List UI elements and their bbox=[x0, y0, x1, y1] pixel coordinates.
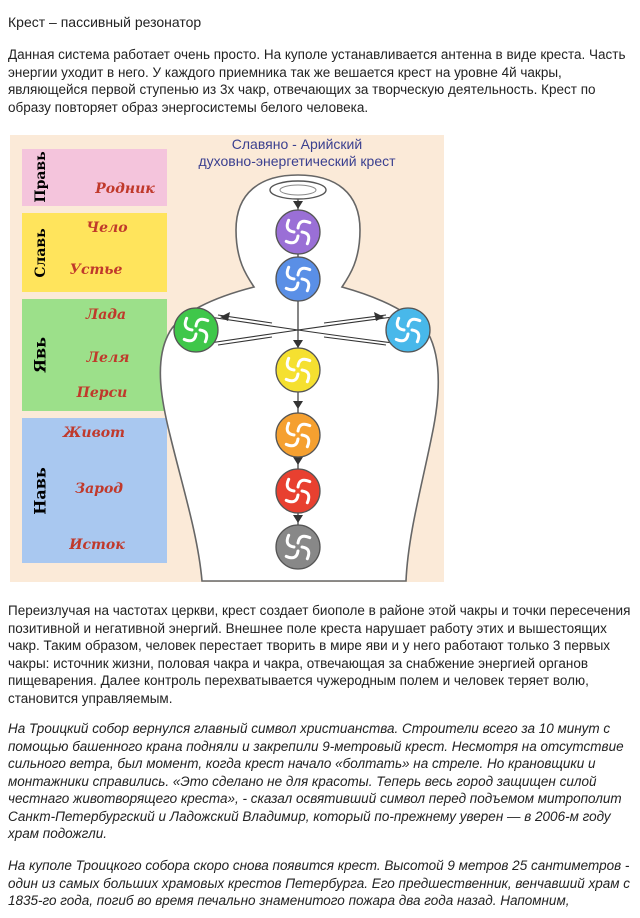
swirl-blade bbox=[284, 437, 300, 448]
swirl-blade bbox=[296, 534, 312, 545]
level-box-nav bbox=[22, 418, 167, 563]
level-label-prav: Правь bbox=[33, 151, 49, 202]
swirl-blade bbox=[285, 421, 296, 437]
chakra-zarod-icon bbox=[275, 468, 321, 514]
swirl-blade bbox=[284, 493, 300, 504]
paragraph-trinity-cathedral: На Троицкий собор вернулся главный симво… bbox=[8, 721, 624, 841]
paragraph-biofield: Переизлучая на частотах церкви, крест со… bbox=[8, 603, 631, 706]
paragraph-intro: Данная система работает очень просто. На… bbox=[8, 47, 626, 115]
swirl-blade bbox=[300, 230, 311, 246]
chakra-persi-icon bbox=[275, 347, 321, 393]
level-box-slav bbox=[22, 213, 167, 292]
swirl-blade bbox=[285, 218, 296, 234]
swirl-blade bbox=[296, 266, 312, 277]
chakra-zhivot-icon bbox=[275, 412, 321, 458]
level-box-prav bbox=[22, 149, 167, 206]
swirl-blade bbox=[198, 328, 209, 344]
level-label-yav: Явь bbox=[31, 337, 50, 373]
chakra-label-zarod: Зарод bbox=[75, 481, 123, 497]
chakra-label-istok: Исток bbox=[68, 537, 125, 553]
swirl-blade bbox=[300, 277, 311, 293]
chakra-label-zhivot: Живот bbox=[62, 425, 125, 441]
swirl-blade bbox=[406, 317, 422, 328]
level-box-yav bbox=[22, 299, 167, 411]
swirl-blade bbox=[300, 433, 311, 449]
swirl-blade bbox=[284, 549, 300, 560]
paragraph-cathedral-cross: На куполе Троицкого собора скоро снова п… bbox=[8, 858, 631, 908]
diagram-title-line2: духовно-энергетический крест bbox=[198, 153, 396, 169]
swirl-blade bbox=[296, 422, 312, 433]
chakra-istok-icon bbox=[275, 524, 321, 570]
chakra-label-chelo: Чело bbox=[86, 220, 127, 236]
article-title: Крест – пассивный резонатор bbox=[8, 14, 202, 30]
chakra-swirls bbox=[182, 218, 422, 561]
swirl-blade bbox=[194, 317, 210, 328]
chakra-label-lelya: Леля bbox=[86, 350, 130, 366]
chakra-rodnik-icon bbox=[269, 180, 327, 200]
chakra-lelya-icon bbox=[385, 307, 431, 353]
chakra-chelo-icon bbox=[275, 209, 321, 255]
swirl-blade bbox=[284, 372, 300, 383]
chakra-label-rodnik: Родник bbox=[94, 181, 155, 197]
chakra-lada-icon bbox=[173, 307, 219, 353]
chakra-uste-icon bbox=[275, 256, 321, 302]
diagram-title-line1: Славяно - Арийский bbox=[232, 136, 362, 152]
swirl-blade bbox=[395, 316, 406, 332]
chakra-label-persi: Перси bbox=[76, 385, 128, 401]
chakra-label-lada: Лада bbox=[85, 307, 126, 323]
swirl-blade bbox=[285, 356, 296, 372]
swirl-blade bbox=[300, 489, 311, 505]
swirl-blade bbox=[300, 368, 311, 384]
swirl-blade bbox=[285, 533, 296, 549]
swirl-blade bbox=[285, 265, 296, 281]
swirl-blade bbox=[182, 332, 198, 343]
chakra-label-uste: Устье bbox=[70, 262, 123, 278]
swirl-blade bbox=[410, 328, 421, 344]
swirl-blade bbox=[284, 234, 300, 245]
swirl-blade bbox=[296, 219, 312, 230]
chakra-cross-diagram: Правь Славь Явь Навь Родник Чело Устье Л… bbox=[10, 135, 444, 582]
swirl-blade bbox=[284, 281, 300, 292]
swirl-blade bbox=[300, 545, 311, 561]
swirl-blade bbox=[296, 357, 312, 368]
swirl-blade bbox=[285, 477, 296, 493]
level-label-nav: Навь bbox=[31, 467, 50, 515]
level-label-slav: Славь bbox=[33, 228, 49, 277]
swirl-blade bbox=[296, 478, 312, 489]
swirl-blade bbox=[183, 316, 194, 332]
swirl-blade bbox=[394, 332, 410, 343]
